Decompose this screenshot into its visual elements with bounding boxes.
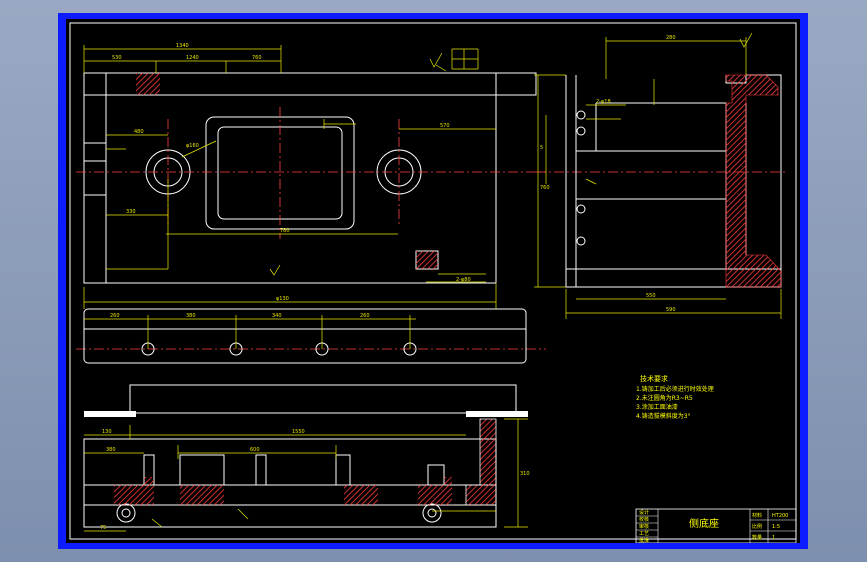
tb-right-label-2: 比例 bbox=[752, 523, 762, 530]
rib bbox=[129, 384, 517, 414]
dim-side-4: 590 bbox=[666, 307, 676, 313]
rail-plate bbox=[83, 308, 527, 364]
dim-top-4: 760 bbox=[252, 55, 262, 61]
dim-side-3: 550 bbox=[646, 293, 656, 299]
tb-label-3: 审核 bbox=[639, 523, 649, 530]
technical-notes: 技术要求 1.铸加工后必须进行时效处理 2.未注圆角为R3~R5 3.涂加工面油… bbox=[636, 374, 714, 420]
side-view-dimension-lines bbox=[534, 37, 782, 319]
inner-border bbox=[69, 22, 797, 540]
hatch-front-1 bbox=[114, 477, 154, 505]
hatch-top-bolt bbox=[136, 73, 160, 95]
dim-side-1: 280 bbox=[666, 35, 676, 41]
left-wall bbox=[83, 72, 107, 284]
tb-label-1: 设计 bbox=[639, 509, 649, 516]
dim-top-2: 530 bbox=[112, 55, 122, 61]
tb-label-2: 校核 bbox=[639, 516, 649, 523]
side-view-dimension-text: 280 5 550 590 2-φ18 760 bbox=[540, 35, 676, 313]
dim-side-2: 5 bbox=[540, 145, 543, 151]
top-view-dimension-lines bbox=[83, 45, 497, 309]
dim-front-3: 340 bbox=[272, 313, 282, 319]
tb-right-label-1: 材料 bbox=[752, 512, 762, 519]
dim-front-6: 130 bbox=[102, 429, 112, 435]
section-bar-left bbox=[84, 411, 136, 417]
front-view-dimension-text: 260 380 340 260 1550 130 600 380 75 310 bbox=[100, 313, 530, 531]
section-bar-right bbox=[466, 411, 528, 417]
front-view-dimension-lines bbox=[84, 315, 528, 532]
dim-front-1: 260 bbox=[110, 313, 120, 319]
top-view-dimension-text: 1340 530 1240 760 480 330 570 780 φ160 2… bbox=[112, 43, 471, 302]
tb-right-value-3: 1 bbox=[772, 535, 775, 541]
dim-top-11: φ130 bbox=[276, 296, 289, 302]
hatch-bottom-bolt bbox=[416, 251, 438, 269]
hatch-front-5 bbox=[465, 418, 497, 506]
dim-top-9: φ160 bbox=[186, 143, 199, 149]
dim-side-6: 760 bbox=[540, 185, 550, 191]
roughness-marks bbox=[269, 32, 753, 276]
tb-right-value-2: 1:5 bbox=[772, 524, 780, 530]
dim-front-5: 1550 bbox=[292, 429, 305, 435]
tb-right-value-1: HT200 bbox=[772, 513, 788, 519]
dim-top-6: 330 bbox=[126, 209, 136, 215]
dim-top-8: 780 bbox=[280, 228, 290, 234]
dim-side-5: 2-φ18 bbox=[596, 99, 611, 105]
hatch-front-2 bbox=[180, 485, 224, 505]
notes-heading: 技术要求 bbox=[640, 374, 668, 383]
dim-top-10: 2-φ80 bbox=[456, 277, 471, 283]
title-block: 设计 校核 审核 工艺 批准 材料 比例 数量 HT200 1:5 1 侧底座 bbox=[635, 508, 797, 543]
dim-front-10: 310 bbox=[520, 471, 530, 477]
note-4: 4.铸造拔模斜度为3° bbox=[636, 412, 691, 420]
dim-front-8: 380 bbox=[106, 447, 116, 453]
side-view-hatch bbox=[725, 74, 782, 288]
dim-front-9: 75 bbox=[100, 525, 106, 531]
dim-top-5: 480 bbox=[134, 129, 144, 135]
drawing-sheet: 1340 530 1240 760 480 330 570 780 φ160 2… bbox=[66, 19, 800, 543]
drawing-title: 侧底座 bbox=[689, 517, 719, 530]
tb-right-label-3: 数量 bbox=[752, 534, 762, 541]
cad-drawing: 1340 530 1240 760 480 330 570 780 φ160 2… bbox=[69, 22, 797, 543]
dim-front-7: 600 bbox=[250, 447, 260, 453]
hatch-front-4 bbox=[418, 477, 452, 505]
tb-label-4: 工艺 bbox=[639, 531, 649, 537]
hatch-front-3 bbox=[344, 485, 378, 505]
note-1: 1.铸加工后必须进行时效处理 bbox=[636, 385, 714, 393]
dim-front-4: 260 bbox=[360, 313, 370, 319]
note-2: 2.未注圆角为R3~R5 bbox=[636, 394, 693, 402]
note-3: 3.涂加工面油漆 bbox=[636, 403, 678, 411]
dim-top-1: 1340 bbox=[176, 43, 189, 49]
dim-top-3: 1240 bbox=[186, 55, 199, 61]
dim-front-2: 380 bbox=[186, 313, 196, 319]
right-flange bbox=[495, 72, 537, 96]
top-view bbox=[83, 72, 537, 284]
dim-top-7: 570 bbox=[440, 123, 450, 129]
tb-label-5: 批准 bbox=[639, 537, 649, 543]
